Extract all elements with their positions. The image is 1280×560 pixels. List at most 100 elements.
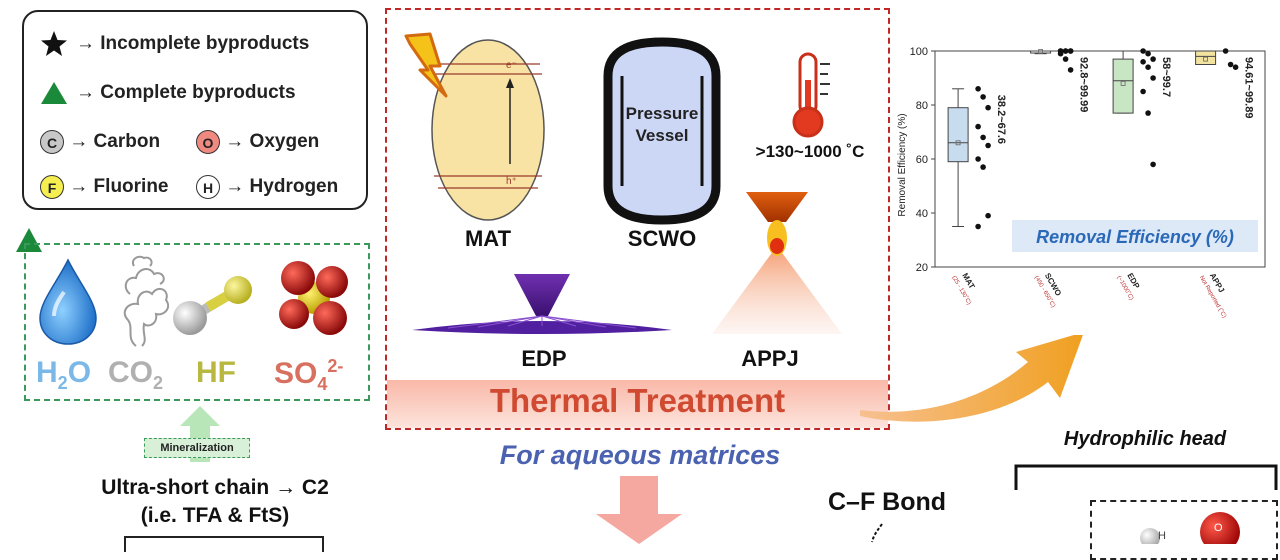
box: [1195, 50, 1217, 65]
thermal-treatment-bar: [387, 380, 888, 428]
formula-h2o-main: H: [36, 356, 58, 389]
data-point: [985, 104, 991, 111]
data-point: [1150, 56, 1156, 62]
ultra-short-line1: Ultra-short chain → C2: [101, 476, 329, 499]
formula-so4-sub: 4: [317, 374, 328, 394]
complete-triangle-marker: [16, 228, 42, 252]
mean-marker: [1203, 56, 1209, 62]
scwo-label: SCWO: [627, 226, 697, 251]
water-drop-icon: [39, 258, 97, 345]
y-tick-label: 80: [916, 100, 928, 112]
aqueous-matrices-subtitle: For aqueous matrices: [499, 440, 781, 470]
h-atom-label: H: [1158, 530, 1166, 542]
formula-so4-main: SO: [274, 357, 318, 390]
o-atom-label: O: [1214, 522, 1223, 534]
range-label: 94.61~99.89: [1243, 57, 1255, 118]
legend-fluorine: F → Fluorine: [40, 175, 169, 199]
removal-efficiency-annotation: Removal Efficiency (%): [1036, 227, 1234, 247]
box-group: 58~99.7: [1112, 48, 1172, 168]
sulfate-molecule-icon: [279, 261, 348, 335]
data-point: [1222, 48, 1229, 54]
thermal-treatment-box: [385, 8, 890, 430]
legend-complete-label: → Complete byproducts: [76, 82, 296, 104]
formula-co2-sub: 2: [153, 373, 164, 393]
data-point: [1150, 161, 1156, 168]
pressure-vessel-line1: Pressure: [625, 104, 699, 123]
box: [1112, 58, 1134, 114]
edp-label: EDP: [521, 346, 567, 371]
thermometer-icon: [792, 52, 830, 138]
oxygen-icon: O: [196, 130, 220, 154]
mean-marker: [955, 140, 961, 146]
formula-h2o: H2O: [36, 356, 91, 394]
data-point: [1062, 56, 1069, 62]
annotation-box: [1012, 220, 1258, 252]
data-point: [980, 94, 986, 100]
data-point: [1062, 48, 1069, 54]
box-group: 38.2~67.6: [947, 86, 1007, 230]
data-point: [1145, 50, 1151, 57]
down-arrow-icon: [596, 476, 682, 544]
legend-oxygen-label: → Oxygen: [225, 131, 320, 153]
data-point: [1232, 64, 1239, 70]
formula-h2o-tail: O: [67, 356, 92, 389]
data-point: [975, 123, 981, 130]
legend-carbon-label: → Carbon: [69, 131, 161, 153]
thermal-treatment-title: Thermal Treatment: [489, 382, 786, 419]
range-label: 58~99.7: [1160, 57, 1172, 97]
hydrophilic-bracket: [1014, 464, 1278, 490]
appj-plasma-jet-icon: [712, 192, 842, 334]
legend-hydrogen: H → Hydrogen: [196, 175, 338, 199]
legend-box: → Incomplete byproducts → Complete bypro…: [22, 10, 368, 210]
temperature-range: >130~1000 ˚C: [755, 142, 865, 161]
hydrophilic-head-label: Hydrophilic head: [1063, 428, 1227, 450]
appj-label: APPJ: [741, 346, 799, 371]
formula-hf: HF: [196, 356, 236, 389]
mat-diagram: [404, 32, 545, 221]
legend-oxygen: O → Oxygen: [196, 130, 319, 154]
box: [947, 107, 969, 163]
cf-bond-label: C–F Bond: [828, 488, 947, 516]
formula-h2o-sub: 2: [57, 373, 68, 393]
formula-so4-sup: 2-: [327, 356, 344, 376]
data-point: [1227, 61, 1234, 68]
y-tick-label: 20: [916, 262, 928, 274]
lightning-icon: [404, 32, 448, 98]
y-tick-label: 60: [916, 154, 928, 166]
data-point: [975, 86, 981, 92]
data-point: [1140, 88, 1146, 95]
pressure-vessel-line2: Vessel: [635, 126, 689, 145]
ultra-short-bracket: [124, 536, 324, 552]
mineralization-label: Mineralization: [144, 438, 250, 458]
legend-complete: → Complete byproducts: [40, 80, 296, 106]
data-point: [975, 156, 981, 162]
pressure-vessel-icon: [603, 37, 721, 225]
cf-bond-arrow-icon: [871, 523, 883, 543]
smoke-icon: [123, 255, 170, 347]
legend-carbon: C → Carbon: [40, 130, 160, 154]
data-point: [1067, 67, 1074, 73]
data-point: [985, 142, 991, 149]
data-point: [1140, 59, 1146, 65]
oh-group-icon: [1140, 512, 1240, 544]
ultra-short-line2: (i.e. TFA & FtS): [140, 504, 290, 527]
mat-label: MAT: [464, 226, 512, 251]
legend-hydrogen-label: → Hydrogen: [225, 176, 339, 198]
curved-arrow-icon: [860, 332, 1084, 422]
hf-molecule-icon: [173, 276, 252, 335]
mat-hole-label: h⁺: [506, 176, 517, 187]
box-group: 94.61~99.89: [1195, 48, 1255, 118]
hydrogen-icon: H: [196, 175, 220, 199]
triangle-icon: [41, 82, 67, 104]
data-point: [975, 223, 981, 230]
fluorine-icon: F: [40, 175, 64, 199]
mean-marker: [1120, 81, 1126, 86]
formula-co2: CO2: [108, 356, 163, 394]
edp-plasma-icon: [412, 274, 672, 334]
mat-electron-label: e⁻: [506, 60, 517, 71]
data-point: [980, 134, 986, 141]
legend-fluorine-label: → Fluorine: [69, 176, 169, 198]
